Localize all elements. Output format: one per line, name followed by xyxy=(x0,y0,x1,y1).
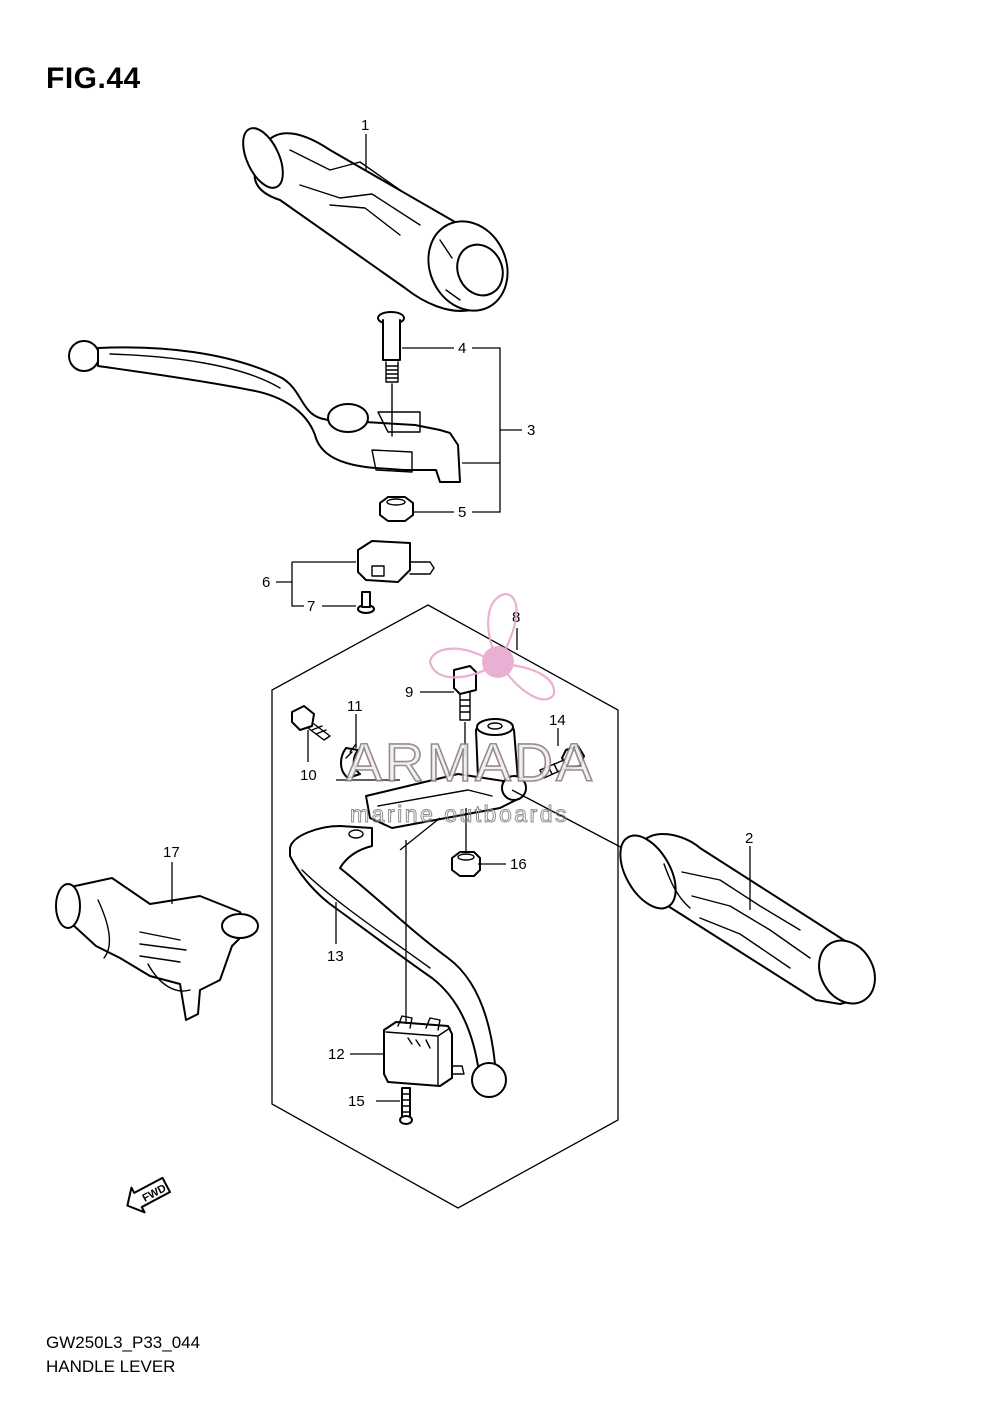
callout-12[interactable]: 12 xyxy=(328,1046,345,1063)
callout-15[interactable]: 15 xyxy=(348,1093,365,1110)
leader-lines xyxy=(171,134,751,1102)
figure-title: FIG.44 xyxy=(46,62,141,95)
part-3-lever-front[interactable] xyxy=(68,340,461,483)
callout-3[interactable]: 3 xyxy=(527,422,535,439)
part-12-clutch-switch[interactable] xyxy=(383,1015,465,1087)
callout-14[interactable]: 14 xyxy=(549,712,566,729)
part-1-grip-left[interactable] xyxy=(235,122,522,324)
figure-code: GW250L3_P33_044 xyxy=(46,1333,201,1352)
part-5-nut[interactable] xyxy=(379,496,414,522)
callout-10[interactable]: 10 xyxy=(300,767,317,784)
callout-11[interactable]: 11 xyxy=(347,698,363,715)
part-2-grip-right[interactable] xyxy=(609,826,886,1013)
watermark: ARMADA marine outboards xyxy=(345,592,595,828)
watermark-brand: ARMADA xyxy=(346,733,595,793)
part-14-bolt[interactable] xyxy=(539,745,585,779)
watermark-tagline: marine outboards xyxy=(350,801,569,827)
explosion-lines xyxy=(336,722,631,1024)
part-4-pivot-bolt[interactable] xyxy=(377,311,405,437)
part-10-adjuster-bolt[interactable] xyxy=(291,705,331,741)
callout-7[interactable]: 7 xyxy=(307,598,315,615)
figure-name: HANDLE LEVER xyxy=(46,1357,176,1376)
fwd-arrow-icon: FWD xyxy=(126,1176,171,1214)
part-7-screw[interactable] xyxy=(357,591,375,614)
part-17-throttle-sleeve[interactable] xyxy=(55,877,259,1021)
callout-16[interactable]: 16 xyxy=(510,856,527,873)
callout-1[interactable]: 1 xyxy=(361,117,369,134)
callout-17[interactable]: 17 xyxy=(163,844,180,861)
part-9-pivot-bolt[interactable] xyxy=(453,665,477,721)
part-11-adjuster[interactable] xyxy=(340,743,361,779)
callout-labels: 1 2 3 4 5 6 7 8 9 10 11 12 13 14 15 16 1… xyxy=(163,117,753,1110)
callout-5[interactable]: 5 xyxy=(458,504,466,521)
part-16-nut[interactable] xyxy=(451,851,481,877)
group-outline xyxy=(271,604,619,1209)
part-15-screw[interactable] xyxy=(399,1087,413,1125)
callout-13[interactable]: 13 xyxy=(327,948,344,965)
callout-4[interactable]: 4 xyxy=(458,340,466,357)
part-6-brake-switch[interactable] xyxy=(357,540,435,583)
callout-9[interactable]: 9 xyxy=(405,684,413,701)
callout-2[interactable]: 2 xyxy=(745,830,753,847)
propeller-logo-icon xyxy=(428,592,556,701)
callout-6[interactable]: 6 xyxy=(262,574,270,591)
part-clutch-holder[interactable] xyxy=(365,718,527,829)
part-13-clutch-lever[interactable] xyxy=(289,825,507,1098)
